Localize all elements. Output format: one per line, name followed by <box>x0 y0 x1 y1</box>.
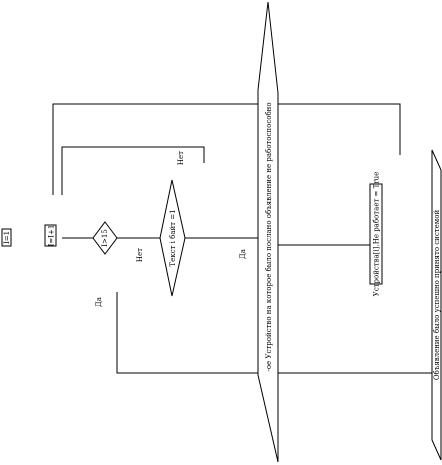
edge-label-yes-exit: Да <box>95 297 103 307</box>
node-output-success: Объявление было успешно принято системой <box>431 149 442 461</box>
node-output-sent: -ое Устройство на которое было послано о… <box>257 1 279 463</box>
output-sent-parallelogram <box>257 1 279 463</box>
check-byte-label: Текст i байт =1 <box>169 209 177 266</box>
connector-loop-outer <box>52 103 401 195</box>
assign-status-label: Устройства[i].Не работает = True <box>373 172 381 297</box>
output-success-label: Объявление было успешно принято системой <box>433 210 441 381</box>
output-sent-label: -ое Устройство на которое было послано о… <box>265 102 273 371</box>
edge-labels: Нет Нет Да Да <box>95 151 247 307</box>
check-byte-diamond <box>159 179 186 297</box>
edge-label-no-inner-loop: Нет <box>177 151 185 165</box>
node-check-i: I>15 <box>92 221 118 255</box>
connector-yes-to-success <box>116 292 432 374</box>
check-i-label: I>15 <box>101 229 109 247</box>
edge-label-no-byte-check: Нет <box>136 248 144 262</box>
check-i-diamond <box>92 221 118 255</box>
init-label: I=1 <box>3 231 11 244</box>
edge-label-yes-output: Да <box>239 249 247 259</box>
node-assign-status: Устройства[i].Не работает = True <box>369 172 383 297</box>
connector-loop-inner <box>61 146 205 195</box>
node-init: I=1 <box>1 228 12 247</box>
increment-box <box>44 224 57 247</box>
increment-label: I=I+1 <box>48 225 56 247</box>
connector-lines <box>52 103 432 374</box>
node-check-byte: Текст i байт =1 <box>159 179 186 297</box>
init-box <box>1 228 12 247</box>
node-increment: I=I+1 <box>44 224 57 247</box>
output-success-parallelogram <box>431 149 442 461</box>
assign-status-box <box>369 183 383 285</box>
